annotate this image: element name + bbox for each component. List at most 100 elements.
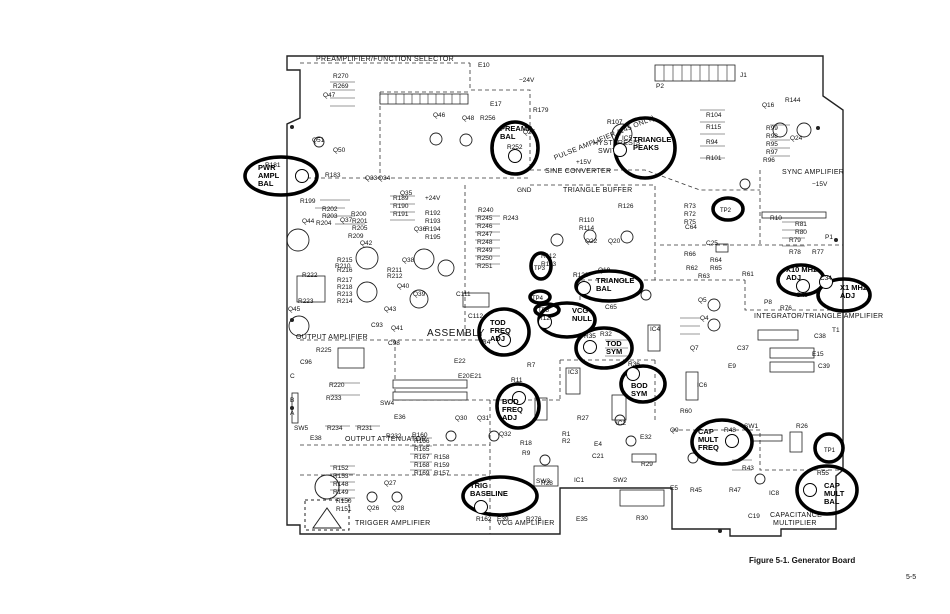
label-ic8: IC8 <box>769 490 780 497</box>
label-e17: E17 <box>490 101 502 108</box>
label-r193: R193 <box>425 218 441 225</box>
label-r95: R95 <box>766 141 778 148</box>
callout-loop <box>574 326 634 370</box>
label-sw5: SW5 <box>294 425 308 432</box>
label-v15p: +15V <box>576 159 592 166</box>
section-trigger-amp: TRIGGER AMPLIFIER <box>355 520 431 527</box>
label-e20: E20 <box>458 373 470 380</box>
callout-ref: R181 <box>265 162 281 169</box>
label-q48: Q48 <box>462 115 475 122</box>
label-r200: R200 <box>351 211 367 218</box>
label-r104: R104 <box>706 112 722 119</box>
label-q22: Q22 <box>585 238 598 245</box>
callout-loop <box>461 475 539 517</box>
callout-ref: C40 <box>796 292 808 299</box>
label-r269: R269 <box>333 83 349 90</box>
label-r217: R217 <box>337 277 353 284</box>
label-q20: Q20 <box>608 238 621 245</box>
label-q9: Q9 <box>670 427 679 434</box>
adjustment-pot-icon <box>583 340 597 354</box>
label-e35: E35 <box>576 516 588 523</box>
label-t1: T1 <box>832 327 840 334</box>
label-q46: Q46 <box>433 112 446 119</box>
component-circles <box>286 122 812 503</box>
label-p1: P1 <box>825 234 833 241</box>
label-r205: R205 <box>352 225 368 232</box>
label-r65: R65 <box>710 265 722 272</box>
label-r195: R195 <box>425 234 441 241</box>
label-e10: E10 <box>478 62 490 69</box>
label-q50: Q50 <box>333 147 346 154</box>
label-r192: R192 <box>425 210 441 217</box>
label-e5: E5 <box>670 485 678 492</box>
section-vcg-amp: VCG AMPLIFIER <box>497 520 555 527</box>
label-e15: E15 <box>812 351 824 358</box>
label-r247: R247 <box>477 231 493 238</box>
label-q42: Q42 <box>360 240 373 247</box>
label-p8: P8 <box>764 299 772 306</box>
adjustment-pot-icon <box>512 391 526 405</box>
label-r115: R115 <box>706 124 721 131</box>
label-r1: R1 <box>562 431 571 438</box>
label-e21: E21 <box>470 373 482 380</box>
callout-loop <box>795 464 859 516</box>
label-r79: R79 <box>789 237 801 244</box>
label-r80: R80 <box>795 229 807 236</box>
label-q44: Q44 <box>302 218 315 225</box>
label-r183: R183 <box>325 172 341 179</box>
label-c25: C25 <box>706 240 718 247</box>
label-r251: R251 <box>477 263 493 270</box>
callout-loop <box>711 196 745 222</box>
adjustment-pot-icon <box>803 483 817 497</box>
label-r250: R250 <box>477 255 493 262</box>
label-v24m: −24V <box>519 77 535 84</box>
section-assembly: ASSEMBLY <box>427 328 485 339</box>
label-r77: R77 <box>812 249 824 256</box>
label-r165: R165 <box>414 446 430 453</box>
label-q40: Q40 <box>397 283 410 290</box>
section-dividers <box>300 62 843 534</box>
label-r243: R243 <box>503 215 519 222</box>
label-q47: Q47 <box>323 92 336 99</box>
mounting-holes <box>290 125 838 533</box>
callout-loop <box>813 432 845 464</box>
label-r149: R149 <box>333 489 349 496</box>
label-r66: R66 <box>684 251 696 258</box>
label-c112: C112 <box>468 313 483 320</box>
label-ic1: IC1 <box>574 477 585 484</box>
label-r96: R96 <box>763 157 775 164</box>
label-r209: R209 <box>348 233 364 240</box>
label-r201: R201 <box>352 218 368 225</box>
section-multiplier: MULTIPLIER <box>773 520 817 527</box>
label-r72: R72 <box>684 211 696 218</box>
callout-ref: C34 <box>820 275 832 282</box>
label-q5: Q5 <box>698 297 707 304</box>
callout-loop <box>619 364 667 404</box>
label-r144: R144 <box>785 97 801 104</box>
callout-loop <box>574 269 644 303</box>
label-r233: R233 <box>326 395 342 402</box>
label-r76: R76 <box>780 305 792 312</box>
label-c111: C111 <box>456 291 471 298</box>
label-e39: E39 <box>497 516 509 523</box>
label-r28: R28 <box>541 480 553 487</box>
section-switch: SWITCH <box>598 148 627 155</box>
callout-tp3: TP3 <box>529 251 553 281</box>
label-q16: Q16 <box>762 102 775 109</box>
adjustment-pot-icon <box>474 500 488 514</box>
label-e9: E9 <box>728 363 736 370</box>
adjustment-pot-icon <box>508 149 522 163</box>
label-r159: R159 <box>434 462 450 469</box>
label-r94: R94 <box>706 139 718 146</box>
